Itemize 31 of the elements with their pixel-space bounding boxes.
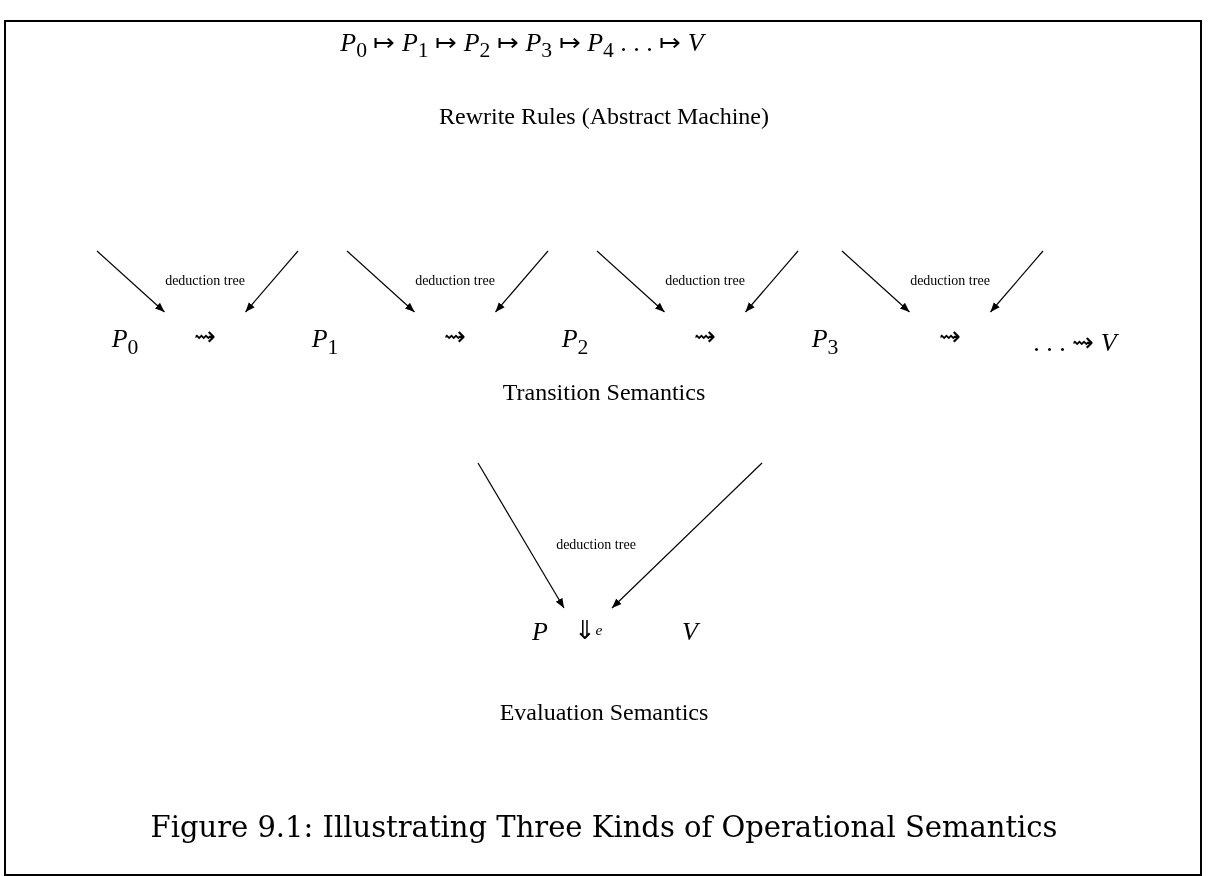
term-label: . . . ⇝ V bbox=[1033, 326, 1117, 358]
arrow bbox=[744, 250, 799, 313]
section-heading: Rewrite Rules (Abstract Machine) bbox=[439, 102, 769, 130]
arrow bbox=[989, 250, 1044, 313]
term-label: P$_{0}$ bbox=[111, 324, 139, 360]
term-label: P$_{2}$ bbox=[561, 324, 589, 360]
tree-label: deduction tree bbox=[910, 273, 990, 289]
term-label: P bbox=[532, 617, 548, 647]
tree-label: deduction tree bbox=[556, 537, 636, 553]
arrow bbox=[596, 250, 666, 313]
arrow bbox=[346, 250, 416, 313]
transition-symbol: ⇝ bbox=[660, 312, 750, 360]
formula: P$_{0}$ ↦ P$_{1}$ ↦ P$_{2}$ ↦ P$_{3}$ ↦ P$_{4}$ . . . ↦ V bbox=[340, 26, 704, 64]
tree-label: deduction tree bbox=[665, 273, 745, 289]
transition-symbol: ⇝ bbox=[410, 312, 500, 360]
term-label: P$_{1}$ bbox=[311, 324, 339, 360]
tree-label: deduction tree bbox=[165, 273, 245, 289]
arrow bbox=[96, 250, 166, 313]
figure-caption: Figure 9.1: Illustrating Three Kinds of Operational Semantics bbox=[150, 810, 1058, 844]
transition-symbol: ⇓$^{e}$ bbox=[558, 608, 618, 652]
arrow bbox=[477, 462, 565, 609]
arrow bbox=[611, 462, 763, 609]
transition-symbol: ⇝ bbox=[905, 312, 995, 360]
arrow bbox=[841, 250, 911, 313]
section-heading: Evaluation Semantics bbox=[499, 698, 709, 726]
arrow bbox=[494, 250, 549, 313]
transition-symbol: ⇝ bbox=[160, 312, 250, 360]
section-heading: Transition Semantics bbox=[502, 378, 706, 406]
term-label: P$_{3}$ bbox=[811, 324, 839, 360]
tree-label: deduction tree bbox=[415, 273, 495, 289]
arrow bbox=[244, 250, 299, 313]
